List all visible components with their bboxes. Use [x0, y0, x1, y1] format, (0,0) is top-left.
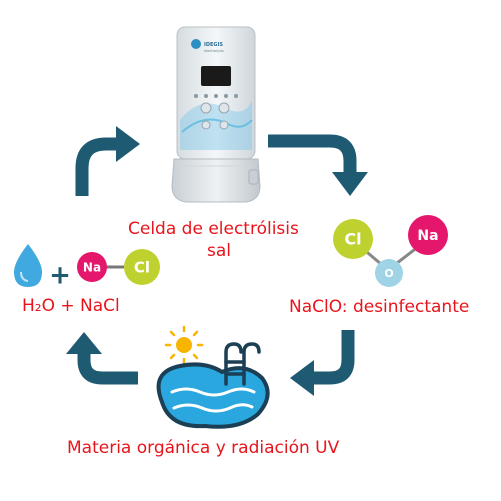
arrow-top-left: [75, 126, 140, 196]
brand-logo-icon: [191, 39, 201, 49]
chlorine-atom: [124, 249, 160, 285]
electrolysis-device: IDEGIS electrolysis: [171, 26, 261, 203]
sodium-atom: [77, 252, 107, 282]
pool-icon: [156, 342, 270, 429]
plus-sign: +: [49, 261, 71, 291]
arrow-top-right: [268, 134, 368, 196]
pool-ladder-icon: [224, 342, 261, 386]
product-chlorine-atom: [333, 219, 373, 259]
cell-label-line2: sal: [207, 241, 231, 261]
device-sublabel: electrolysis: [204, 49, 224, 53]
device-buttons: [194, 94, 238, 130]
product-oxygen-symbol: O: [384, 267, 393, 280]
arrow-bottom-right: [290, 330, 355, 396]
product-sodium-symbol: Na: [417, 228, 438, 244]
device-screen: [201, 66, 231, 86]
consumers-label: Materia orgánica y radiación UV: [67, 438, 340, 458]
product-oxygen-atom: [375, 259, 403, 287]
sodium-symbol: Na: [83, 261, 101, 275]
product-label: NaClO: desinfectante: [289, 297, 470, 317]
product-molecule: Cl Na O: [333, 215, 448, 287]
device-brand: IDEGIS: [204, 42, 223, 48]
chlorine-symbol: Cl: [134, 259, 150, 277]
sun-icon: [164, 325, 204, 365]
arrow-bottom-left: [66, 332, 138, 385]
reactants-group: + Na Cl: [14, 244, 160, 291]
reactants-label: H₂O + NaCl: [22, 296, 120, 316]
cell-label-line1: Celda de electrólisis: [128, 219, 299, 239]
product-sodium-atom: [408, 215, 448, 255]
product-chlorine-symbol: Cl: [344, 230, 361, 249]
